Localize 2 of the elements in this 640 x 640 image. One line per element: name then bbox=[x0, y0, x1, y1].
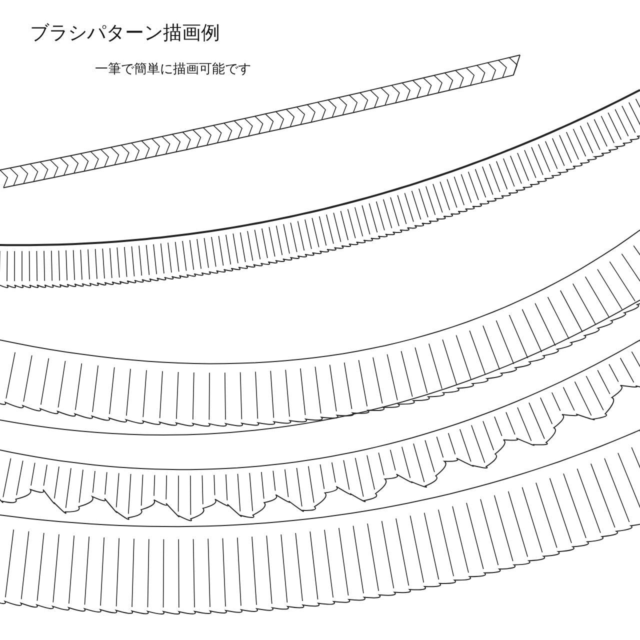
note-text: 一筆で簡単に描画可能です bbox=[95, 61, 251, 78]
title: ブラシパターン描画例 bbox=[30, 21, 220, 46]
